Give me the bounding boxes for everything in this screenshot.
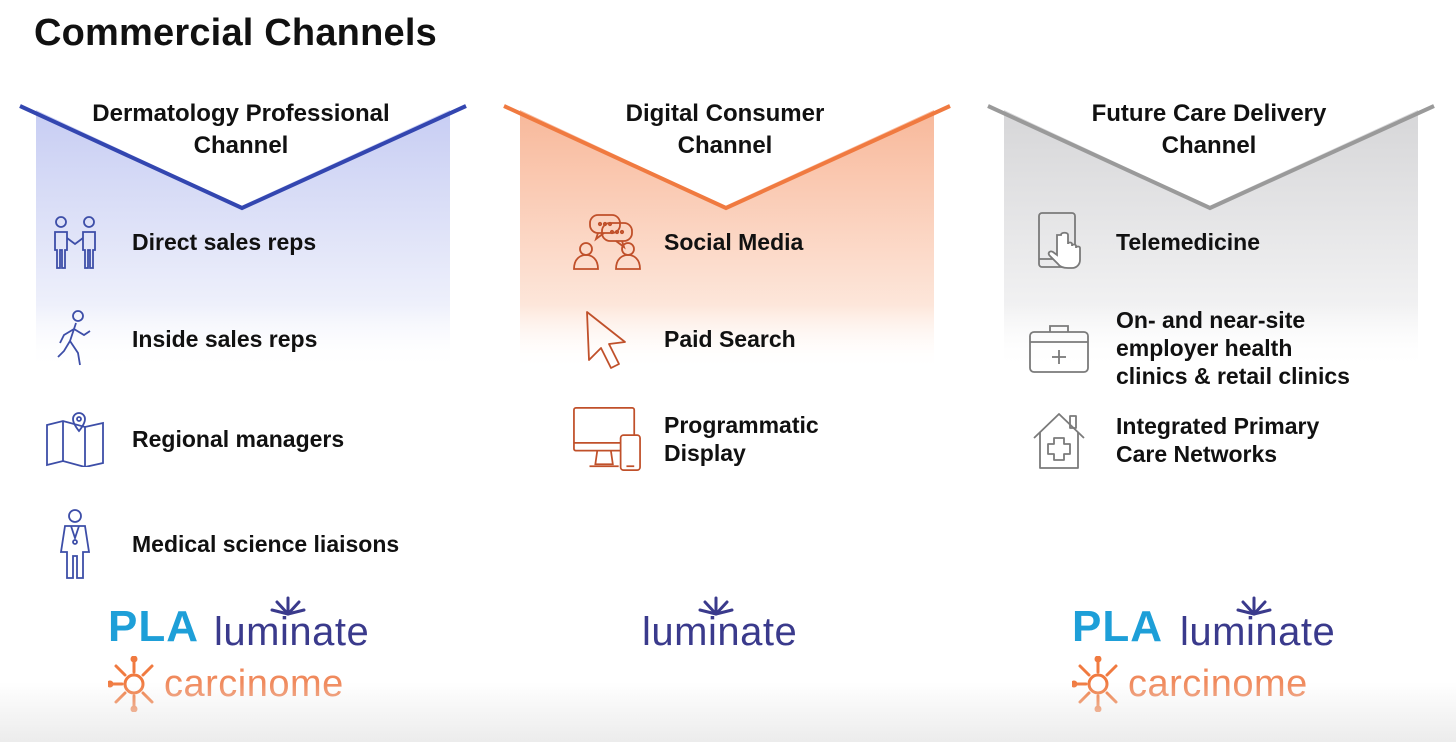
list-item: On- and near-site employer health clinic… <box>1024 306 1350 390</box>
pla-logo: PLA <box>1072 602 1163 651</box>
luminate-logo: luminate <box>642 594 797 655</box>
list-item: Direct sales reps <box>40 208 316 276</box>
item-label: On- and near-site employer health clinic… <box>1116 307 1350 389</box>
monitor-phone-icon <box>572 405 642 473</box>
cursor-icon <box>572 305 642 373</box>
chat-people-icon <box>572 208 642 276</box>
tablet-touch-icon <box>1024 208 1094 276</box>
item-label: Programmatic Display <box>664 412 819 466</box>
column-heading: Digital Consumer Channel <box>625 100 825 159</box>
list-item: Telemedicine <box>1024 208 1260 276</box>
item-label: Direct sales reps <box>132 229 317 255</box>
slide-title: Commercial Channels <box>34 12 437 54</box>
luminate-sunburst-icon <box>698 596 734 616</box>
list-item: Medical science liaisons <box>40 509 400 579</box>
item-label: Social Media <box>664 229 804 255</box>
bottom-fade <box>0 682 1456 742</box>
list-item: Programmatic Display <box>572 405 819 473</box>
item-label: Telemedicine <box>1116 229 1261 255</box>
map-pin-icon <box>40 405 110 473</box>
list-item: Integrated Primary Care Networks <box>1024 406 1319 474</box>
column-digital-consumer: Digital Consumer Channel Social Media Pa… <box>500 0 956 742</box>
list-item: Social Media <box>572 208 803 276</box>
list-item: Regional managers <box>40 405 344 473</box>
column-future-care: Future Care Delivery Channel Telemedicin… <box>984 0 1440 742</box>
handshake-people-icon <box>40 208 110 276</box>
column-heading: Dermatology Professional Channel <box>92 100 390 159</box>
luminate-logo: luminate <box>214 594 369 655</box>
medical-kit-icon <box>1024 314 1094 382</box>
pla-logo: PLA <box>108 602 199 651</box>
house-cross-icon <box>1024 406 1094 474</box>
list-item: Paid Search <box>572 305 796 373</box>
list-item: Inside sales reps <box>40 305 317 373</box>
item-label: Regional managers <box>132 426 345 452</box>
luminate-sunburst-icon <box>270 596 306 616</box>
item-label: Medical science liaisons <box>132 531 400 557</box>
chevron-banner <box>503 104 951 370</box>
item-label: Inside sales reps <box>132 326 318 352</box>
item-label: Integrated Primary Care Networks <box>1116 413 1320 467</box>
column-heading: Future Care Delivery Channel <box>1091 100 1327 159</box>
walking-person-icon <box>40 305 110 373</box>
doctor-icon <box>40 509 110 579</box>
luminate-sunburst-icon <box>1236 596 1272 616</box>
chevron-banner <box>19 104 467 370</box>
luminate-logo: luminate <box>1180 594 1335 655</box>
item-label: Paid Search <box>664 326 796 352</box>
column-dermatology: Dermatology Professional Channel Direct … <box>16 0 472 742</box>
chevron-banner <box>987 104 1435 370</box>
